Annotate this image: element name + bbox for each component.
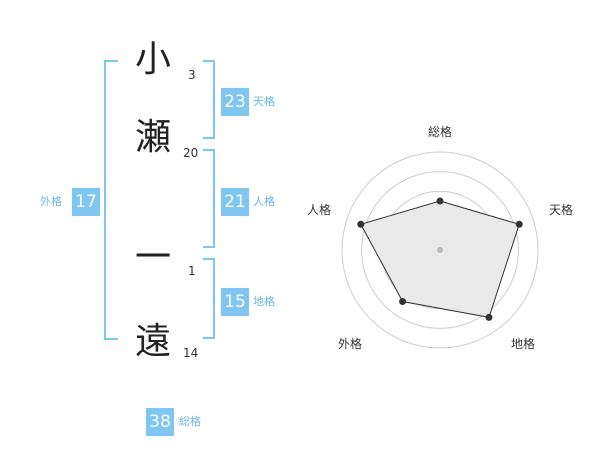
radar-label-chikaku: 地格 <box>511 337 536 351</box>
jinkaku-label: 人格 <box>253 195 275 208</box>
stroke-count-2: 20 <box>183 146 199 160</box>
chikaku-label: 地格 <box>253 295 275 308</box>
radar-polygon <box>360 200 520 318</box>
radar-ring-1 <box>341 151 539 349</box>
radar-label-soukaku: 総格 <box>428 125 453 139</box>
tenkaku-label: 天格 <box>253 95 275 108</box>
jinkaku-bracket <box>203 149 215 248</box>
radar-label-gaikaku: 外格 <box>338 337 363 351</box>
radar-center-dot <box>437 247 443 253</box>
chikaku-value: 15 <box>221 288 249 316</box>
gaikaku-value: 17 <box>72 188 100 216</box>
radar-label-tenkaku: 天格 <box>549 203 574 217</box>
gaikaku-bracket <box>104 60 118 340</box>
stroke-count-1: 3 <box>188 68 196 82</box>
radar-point-1 <box>436 197 444 205</box>
radar-points <box>357 197 523 321</box>
jinkaku-value: 21 <box>221 188 249 216</box>
radar-ring-2 <box>361 171 519 329</box>
stroke-count-4: 14 <box>183 346 199 360</box>
chikaku-bracket <box>203 258 215 339</box>
name-char-3: 一 <box>134 237 171 278</box>
soukaku-value: 38 <box>146 408 174 436</box>
name-char-4: 遠 <box>134 321 171 362</box>
soukaku-label: 総格 <box>179 415 201 428</box>
radar-point-2 <box>515 220 523 228</box>
name-char-1: 小 <box>134 39 171 80</box>
radar-chart <box>341 151 539 349</box>
name-char-2: 瀬 <box>134 117 171 158</box>
radar-label-jinkaku: 人格 <box>307 203 332 217</box>
gaikaku-label: 外格 <box>40 195 62 208</box>
tenkaku-bracket <box>203 60 215 139</box>
radar-point-5 <box>357 220 365 228</box>
radar-point-4 <box>399 298 407 306</box>
tenkaku-value: 23 <box>221 88 249 116</box>
stroke-count-3: 1 <box>188 264 196 278</box>
radar-point-3 <box>485 313 493 321</box>
